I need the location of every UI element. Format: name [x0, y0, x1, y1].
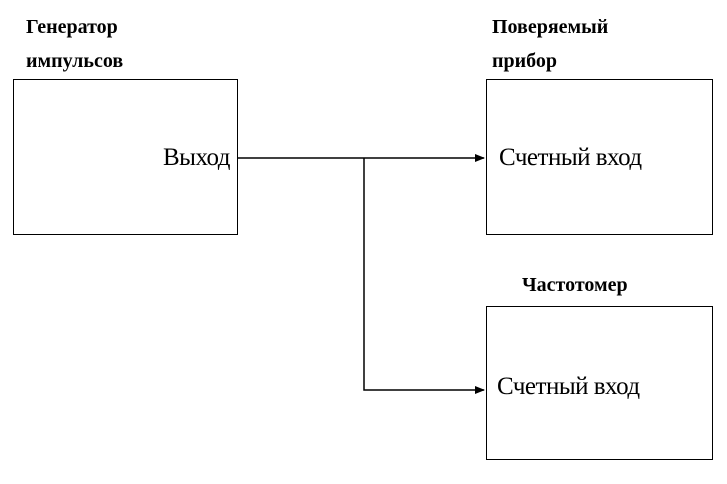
- generator-box: [13, 79, 238, 235]
- device-title-line2: прибор: [492, 50, 558, 72]
- generator-title-line1: Генератор: [26, 16, 118, 38]
- device-title-line1: Поверяемый: [492, 16, 609, 38]
- branch-to-counter-arrow: [363, 158, 485, 394]
- device-box: [486, 79, 713, 235]
- generator-title-line2: импульсов: [26, 50, 124, 72]
- device-title: Поверяемый прибор: [492, 10, 608, 78]
- generator-output-label: Выход: [162, 144, 231, 171]
- counter-title: Частотомер: [522, 274, 628, 296]
- counter-input-label: Счетный вход: [497, 373, 640, 400]
- generator-title: Генератор импульсов: [26, 10, 123, 78]
- device-input-label: Счетный вход: [499, 144, 642, 171]
- counter-box: [486, 306, 713, 460]
